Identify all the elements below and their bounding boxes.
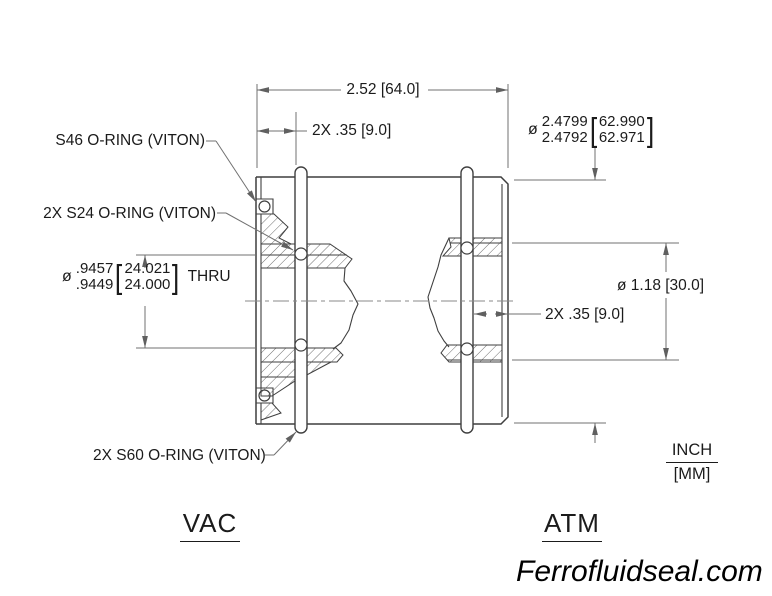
dim-overall-width: 2.52 [64.0] [346, 81, 420, 98]
label-s60-oring: 2X S60 O-RING (VITON) [93, 447, 266, 464]
s60-oring-left [294, 166, 308, 434]
bore-mm-upper: 24.021 [124, 260, 171, 277]
s60-oring-right [460, 166, 474, 434]
s46-oring-top [258, 200, 271, 213]
od-inch-lower: 2.4792 [541, 128, 588, 146]
bore-bracket-close: ] [172, 257, 180, 295]
bore-inch-lower: .9449 [75, 275, 114, 293]
od-inch-upper: 2.4799 [541, 113, 588, 130]
dim-bore-right: ø 1.18 [30.0] [614, 277, 708, 294]
units-inch: INCH [666, 441, 718, 463]
bore-edge-lines [261, 242, 502, 361]
dim-outer-diameter: ø 2.4799 2.4792 [ 62.990 62.971 ] [528, 110, 656, 148]
side-label-vac: VAC [180, 508, 240, 542]
watermark: Ferrofluidseal.com [516, 555, 763, 588]
dim-bore-left: ø .9457 .9449 [ 24.021 24.000 ] THRU [62, 257, 231, 295]
od-bracket-close: ] [646, 110, 654, 148]
dim-groove-offset-top: 2X .35 [9.0] [312, 122, 392, 139]
bore-inch-upper: .9457 [75, 260, 114, 277]
bore-bracket-open: [ [115, 257, 123, 295]
leader-lines [206, 140, 297, 456]
label-s24-oring: 2X S24 O-RING (VITON) [43, 205, 216, 222]
side-label-atm: ATM [542, 508, 602, 542]
thru-note: THRU [187, 267, 231, 285]
break-lines [332, 237, 450, 350]
s24-orings [294, 241, 474, 356]
units-mm: [MM] [673, 465, 711, 483]
label-s46-oring: S46 O-RING (VITON) [55, 132, 205, 149]
od-bracket-open: [ [589, 110, 597, 148]
diameter-symbol: ø [528, 120, 538, 138]
dim-groove-offset-right: 2X .35 [9.0] [545, 306, 625, 323]
od-mm-lower: 62.971 [598, 128, 645, 146]
bore-mm-lower: 24.000 [124, 275, 171, 293]
dimension-lines [136, 84, 679, 443]
diameter-symbol: ø [62, 267, 72, 285]
od-mm-upper: 62.990 [598, 113, 645, 130]
